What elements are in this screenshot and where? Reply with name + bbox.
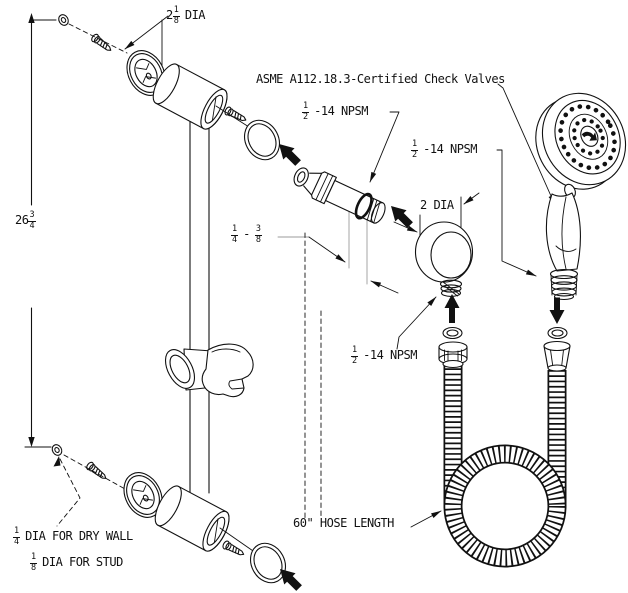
hose-nut-shower-end <box>543 340 571 372</box>
mounting-screw <box>84 460 109 483</box>
o-ring <box>547 326 568 340</box>
shower-hose <box>438 340 571 568</box>
dimension-bar-length <box>24 13 57 448</box>
slide-bar <box>189 120 210 497</box>
bottom-wall-mount-exploded <box>49 442 293 590</box>
hand-shower <box>535 92 627 340</box>
wall-anchor <box>49 442 65 458</box>
supply-elbow <box>414 221 474 340</box>
check-valve <box>293 167 386 224</box>
hose-nut-elbow-end <box>438 341 468 369</box>
leader-lines <box>53 15 556 528</box>
label-asme-check-valves: ASME A112.18.3-Certified Check Valves <box>256 72 505 86</box>
wall-anchor <box>56 12 71 28</box>
assembly-arrows <box>273 138 565 593</box>
arrow-check-valve <box>385 200 416 231</box>
bar-bottom-cap <box>149 481 235 556</box>
slider-bracket <box>164 343 254 398</box>
o-ring <box>442 326 463 340</box>
arrow-down-hose <box>549 297 565 324</box>
cover-screw <box>223 105 249 125</box>
top-wall-mount-exploded <box>56 12 287 167</box>
arrow-up-elbow <box>444 294 460 323</box>
escutcheon-cover <box>237 113 287 167</box>
mounting-screw <box>89 32 114 55</box>
label-hose-length: 60" HOSE LENGTH <box>293 516 394 530</box>
label-supply-elbow-diameter: 2 DIA <box>420 198 454 212</box>
